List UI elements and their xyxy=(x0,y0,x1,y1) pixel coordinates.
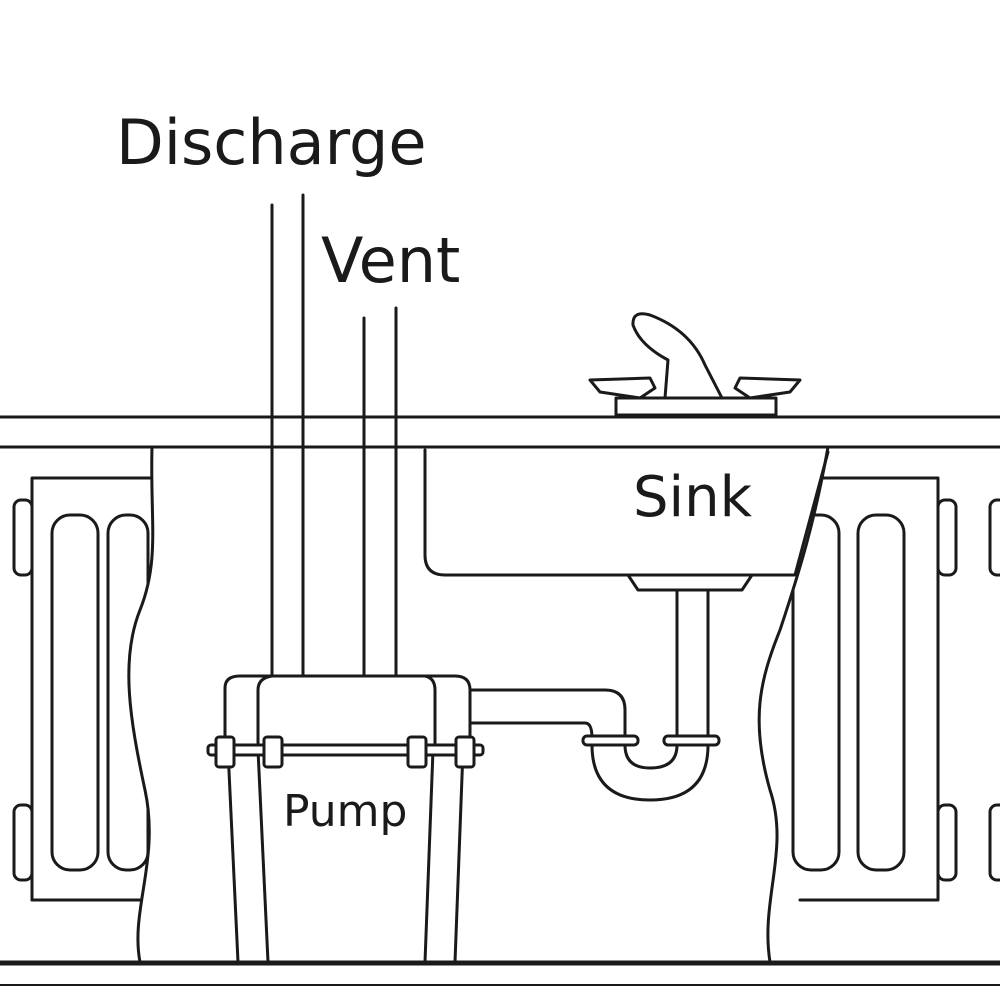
faucet xyxy=(588,312,802,417)
sink-drain xyxy=(626,573,754,740)
vent-label: Vent xyxy=(321,224,461,297)
sink-basin xyxy=(423,448,830,577)
right-cabinet-door xyxy=(791,476,1000,902)
sink-label: Sink xyxy=(633,465,753,530)
discharge-label: Discharge xyxy=(116,106,427,179)
floor xyxy=(0,960,1000,986)
pump-label: Pump xyxy=(283,786,408,837)
discharge-pipe xyxy=(270,193,305,679)
pump xyxy=(206,674,485,964)
vent-pipe xyxy=(362,306,398,679)
p-trap xyxy=(468,688,721,802)
countertop xyxy=(0,415,1000,449)
